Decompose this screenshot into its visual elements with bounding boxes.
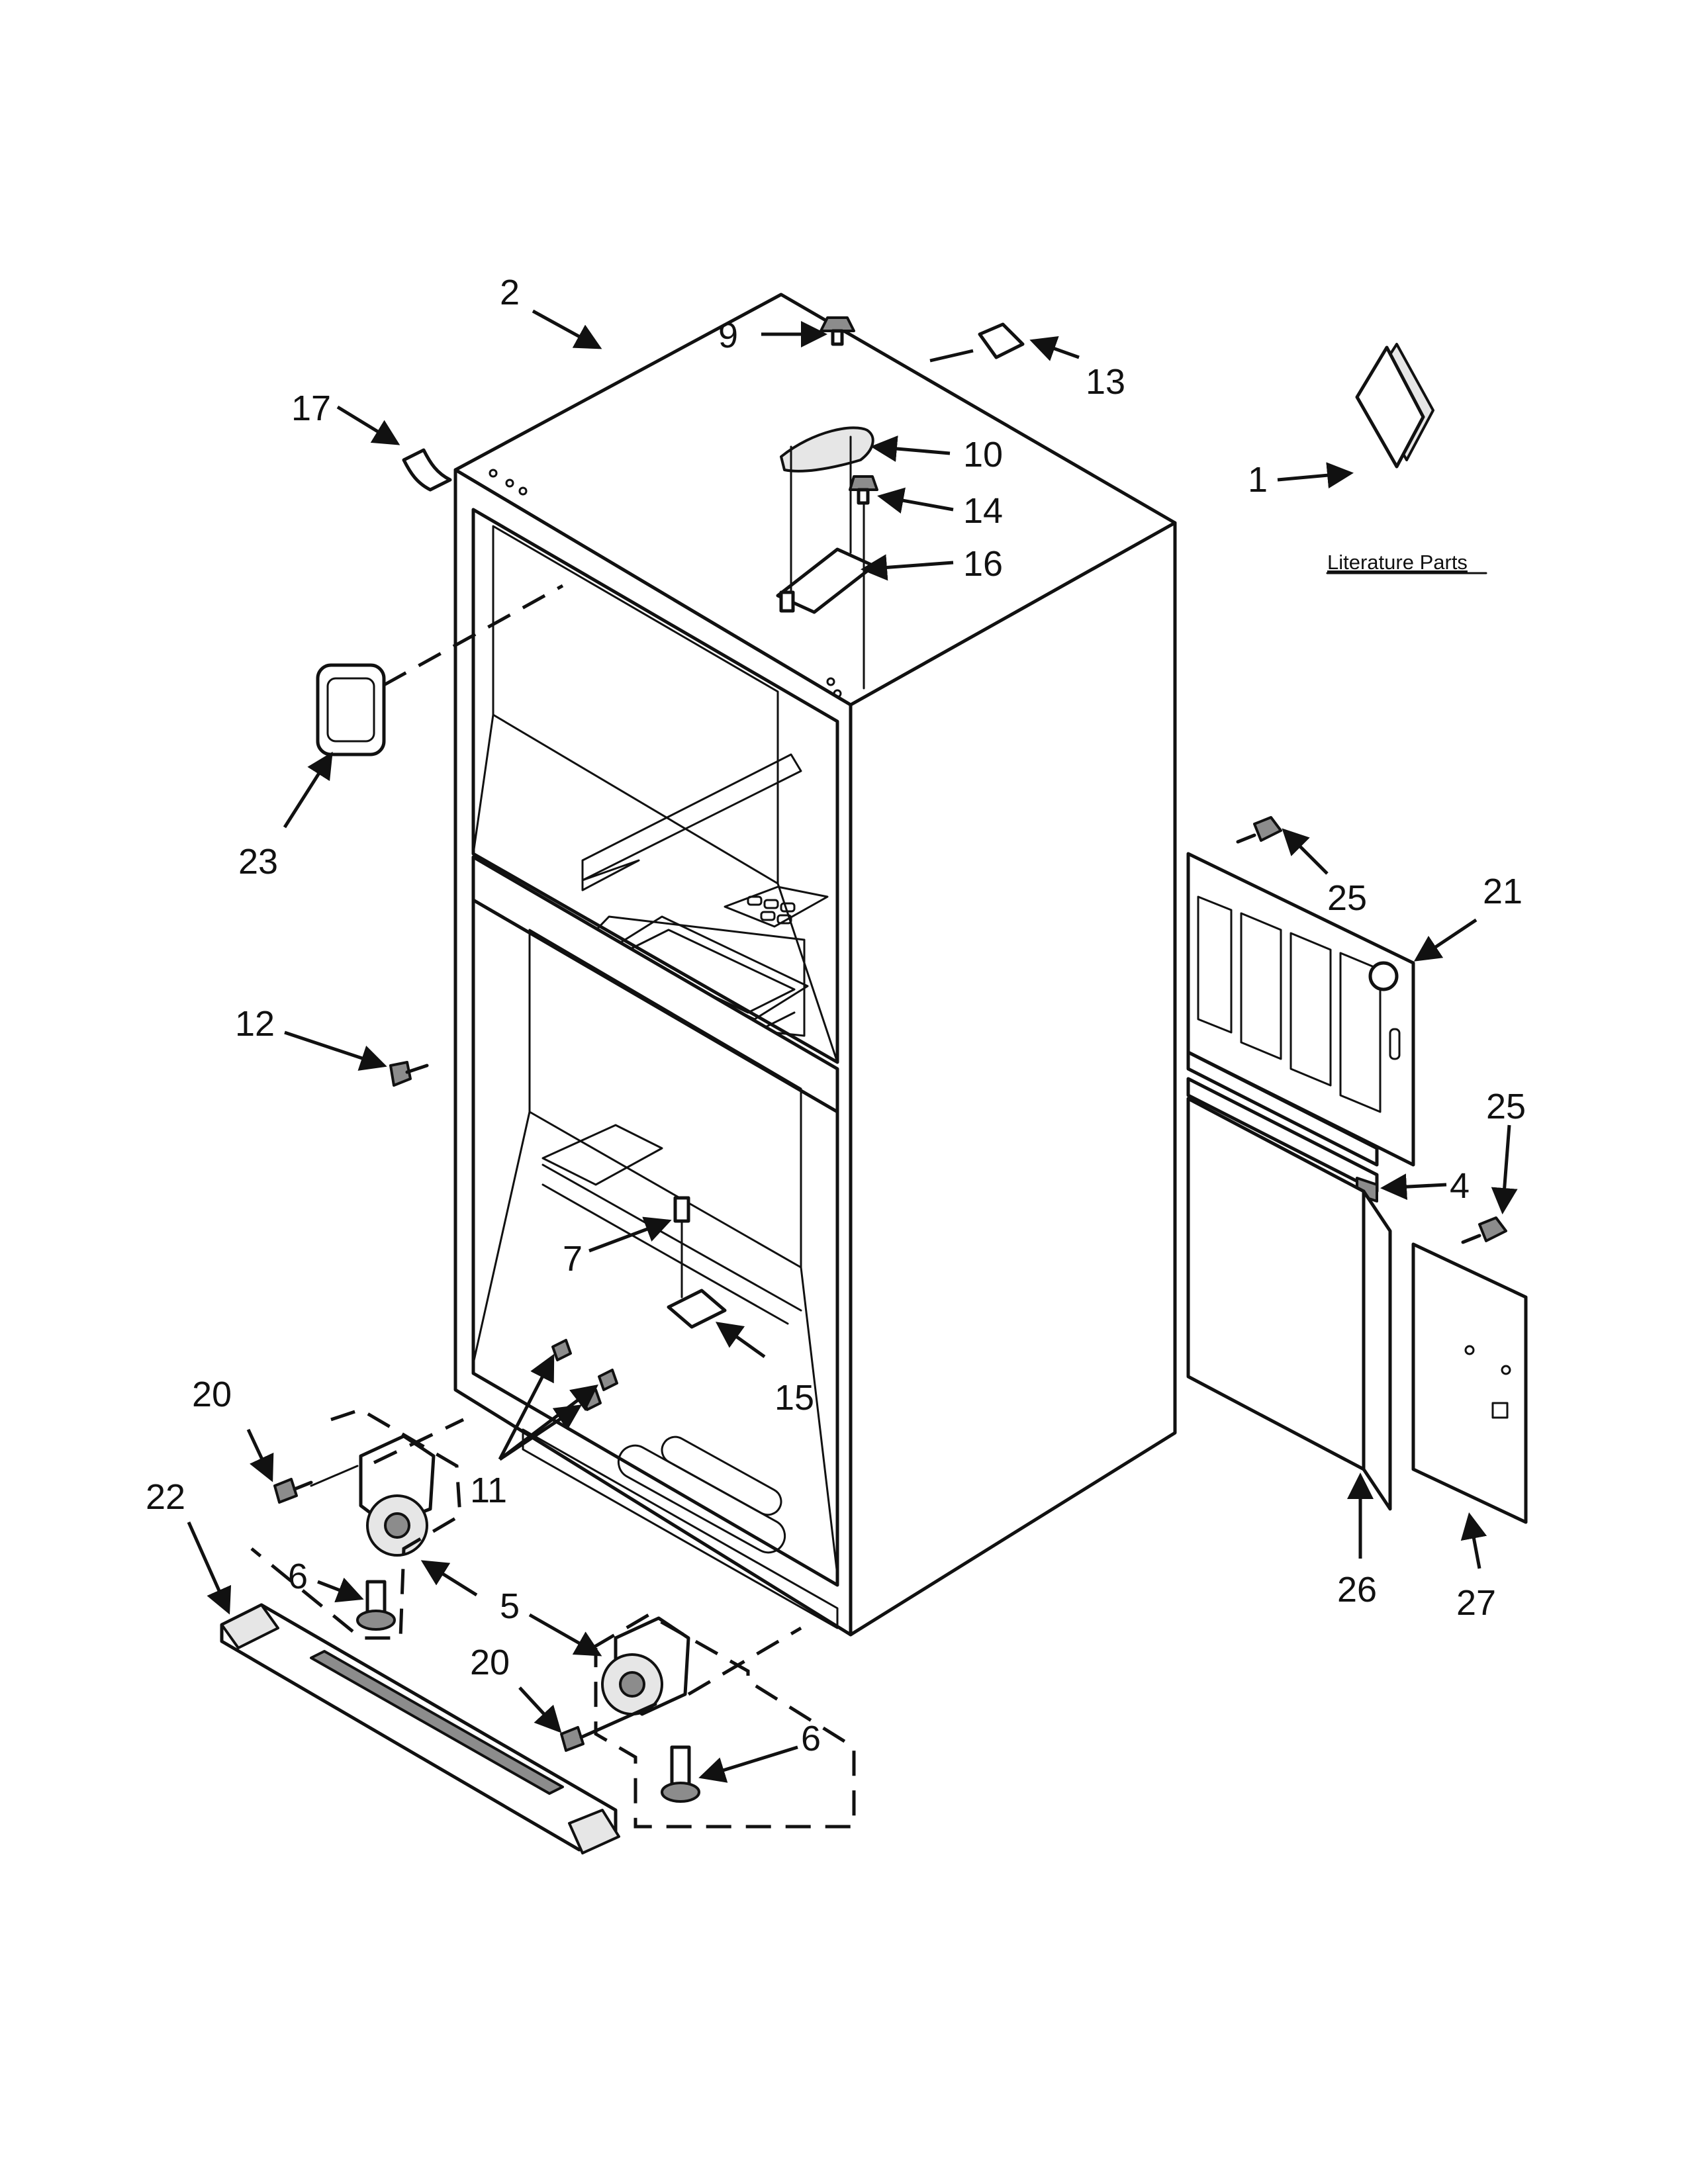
callout-26: 26 <box>1337 1570 1377 1610</box>
callout-25-upper: 25 <box>1327 878 1367 918</box>
panel-26 <box>1186 1097 1392 1511</box>
screw-20-left <box>273 1478 313 1504</box>
leveling-leg-6-right <box>661 1745 700 1803</box>
callout-11: 11 <box>470 1471 507 1510</box>
callout-17: 17 <box>291 388 331 428</box>
literature-parts-label: Literature Parts <box>1327 551 1468 574</box>
screw-14 <box>849 475 878 505</box>
roller-assembly-5-left <box>310 1434 436 1557</box>
callout-16: 16 <box>963 544 1003 584</box>
label-tag-13 <box>978 322 1025 359</box>
bracket-15 <box>667 1289 727 1329</box>
callout-15: 15 <box>774 1378 814 1418</box>
callout-2: 2 <box>500 273 520 312</box>
callout-1: 1 <box>1248 460 1268 500</box>
screw-12 <box>389 1061 429 1087</box>
base-grille-22 <box>220 1603 620 1854</box>
screw-25-upper <box>1236 816 1282 844</box>
hinge-bracket-16 <box>776 435 876 690</box>
callout-23: 23 <box>238 842 278 882</box>
callout-5: 5 <box>500 1586 520 1626</box>
callout-20-left: 20 <box>192 1375 232 1414</box>
screw-9 <box>820 316 855 346</box>
callout-22: 22 <box>146 1477 185 1517</box>
callout-20-right: 20 <box>470 1643 510 1682</box>
callout-27: 27 <box>1456 1583 1496 1623</box>
callout-21: 21 <box>1483 872 1523 911</box>
callout-9: 9 <box>718 316 738 355</box>
cabinet <box>453 293 1177 1637</box>
seal-strip <box>1186 1050 1379 1167</box>
callout-13: 13 <box>1086 362 1125 402</box>
roller-assembly-5-right <box>601 1616 690 1716</box>
callout-10: 10 <box>963 435 1003 475</box>
screw-25-lower <box>1461 1216 1507 1244</box>
screw-20-right <box>560 1702 657 1752</box>
callout-7: 7 <box>563 1239 583 1279</box>
vent-grille <box>724 886 829 928</box>
shim-17 <box>402 448 452 492</box>
literature-booklet <box>1355 343 1434 469</box>
callout-25-lower: 25 <box>1486 1087 1526 1126</box>
rear-grille-21 <box>1186 852 1415 1167</box>
access-cover-27 <box>1411 1242 1528 1524</box>
leveling-leg-6-left <box>356 1580 396 1631</box>
control-module-23 <box>316 663 386 756</box>
callout-4: 4 <box>1450 1166 1470 1206</box>
callout-6-right: 6 <box>801 1719 821 1758</box>
callout-6-left: 6 <box>288 1557 308 1596</box>
callout-14: 14 <box>963 491 1003 531</box>
stud-7 <box>673 1196 690 1298</box>
callout-12: 12 <box>235 1004 275 1044</box>
